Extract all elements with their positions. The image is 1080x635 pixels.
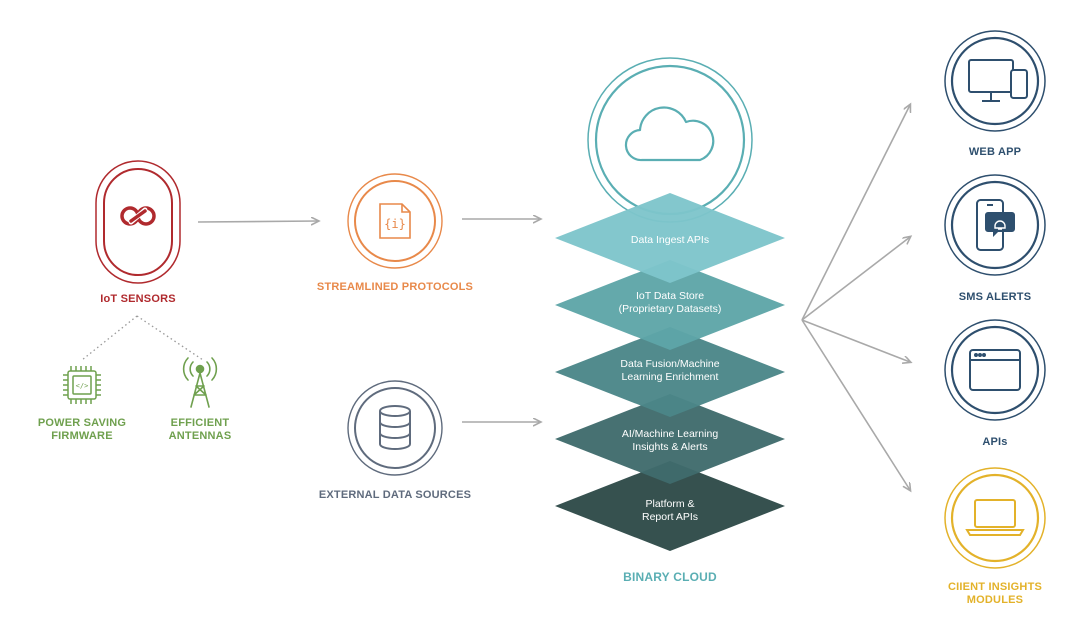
web-app-label: WEB APP bbox=[968, 146, 1022, 158]
client-insights-line-1: CIIENT INSIGHTS bbox=[947, 581, 1043, 593]
chip-icon: </> bbox=[63, 366, 101, 404]
flow-arrows bbox=[197, 219, 540, 422]
phone-alert-icon bbox=[976, 199, 1015, 251]
efficient-line-1: EFFICIENT bbox=[170, 417, 230, 429]
stack-layer-label: IoT Data Store (Proprietary Datasets) bbox=[580, 290, 760, 315]
iot-sensors-node bbox=[95, 160, 181, 284]
svg-text:</>: </> bbox=[76, 382, 89, 390]
streamlined-protocols-node: {i} bbox=[347, 173, 443, 269]
stack-layer-line-2: Learning Enrichment bbox=[621, 370, 719, 383]
processing-stack bbox=[555, 193, 785, 551]
stack-layer bbox=[555, 327, 785, 417]
stack-layer-line-1: Data Ingest APIs bbox=[630, 234, 710, 246]
database-icon bbox=[379, 405, 411, 450]
stack-layer-line-2: (Proprietary Datasets) bbox=[618, 302, 722, 315]
binary-cloud-label: BINARY CLOUD bbox=[623, 570, 717, 584]
stack-layer bbox=[555, 193, 785, 283]
stack-layer-line-1: IoT Data Store bbox=[635, 290, 705, 302]
web-app-node bbox=[944, 30, 1046, 132]
efficient-line-2: ANTENNAS bbox=[168, 430, 232, 442]
stack-layer-label: Data Ingest APIs bbox=[580, 234, 760, 247]
sms-alerts-node bbox=[944, 174, 1046, 276]
client-insights-line-2: MODULES bbox=[966, 594, 1024, 606]
stack-layer-line-2: Insights & Alerts bbox=[632, 440, 708, 453]
stack-layer-line-1: Data Fusion/Machine bbox=[620, 358, 720, 370]
output-arrows bbox=[801, 105, 910, 490]
external-data-sources-label: EXTERNAL DATA SOURCES bbox=[318, 489, 472, 501]
iot-branch-lines bbox=[81, 315, 204, 361]
stack-layer-label: Platform & Report APIs bbox=[580, 498, 760, 523]
stack-layer bbox=[555, 260, 785, 350]
infinity-link-icon bbox=[120, 206, 156, 226]
stack-layer-label: Data Fusion/Machine Learning Enrichment bbox=[580, 358, 760, 383]
svg-text:{i}: {i} bbox=[384, 217, 406, 231]
stack-layer-line-1: AI/Machine Learning bbox=[621, 428, 719, 440]
streamlined-protocols-label: STREAMLINED PROTOCOLS bbox=[316, 281, 474, 293]
cloud-icon bbox=[624, 106, 715, 162]
client-insights-label: CIIENT INSIGHTS MODULES bbox=[925, 581, 1065, 607]
stack-layer-line-2: Report APIs bbox=[641, 510, 699, 523]
apis-label: APIs bbox=[982, 436, 1008, 448]
power-saving-line-1: POWER SAVING bbox=[37, 417, 127, 429]
stack-layer bbox=[555, 394, 785, 484]
stack-layer-label: AI/Machine Learning Insights & Alerts bbox=[580, 428, 760, 453]
power-saving-line-2: FIRMWARE bbox=[51, 430, 113, 442]
external-data-sources-node bbox=[347, 380, 443, 476]
power-saving-firmware-label: POWER SAVING FIRMWARE bbox=[22, 417, 142, 443]
desktop-mobile-icon bbox=[968, 59, 1028, 102]
iot-sensors-label: IoT SENSORS bbox=[100, 293, 176, 305]
apis-node bbox=[944, 319, 1046, 421]
browser-window-icon bbox=[969, 349, 1021, 391]
efficient-antennas-label: EFFICIENT ANTENNAS bbox=[140, 417, 260, 443]
antenna-tower-icon bbox=[182, 357, 218, 408]
json-document-icon: {i} bbox=[379, 203, 411, 239]
sms-alerts-label: SMS ALERTS bbox=[958, 291, 1032, 303]
client-insights-node bbox=[944, 467, 1046, 569]
laptop-icon bbox=[965, 499, 1025, 536]
stack-layer-line-1: Platform & bbox=[645, 498, 695, 510]
stack-layer bbox=[555, 461, 785, 551]
